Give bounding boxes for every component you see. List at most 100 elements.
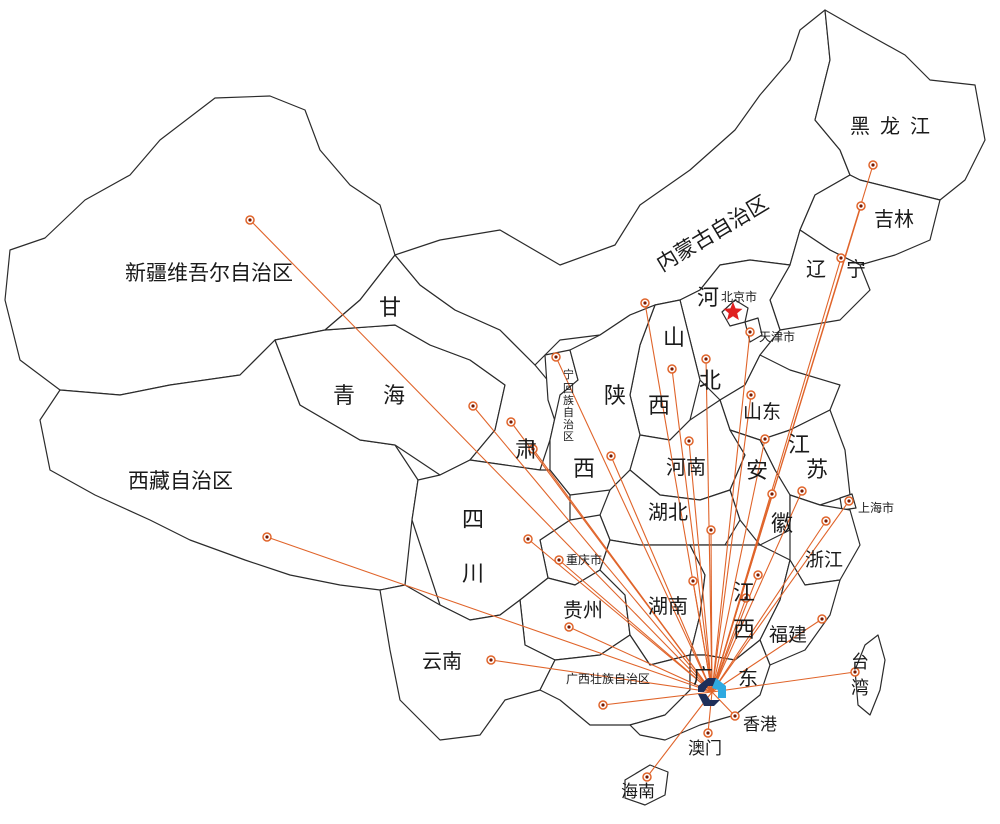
dot-icon (688, 576, 698, 586)
label-jilin: 吉林 (874, 207, 914, 231)
label-fujian: 福建 (769, 624, 807, 646)
label-ningxia-sub-4: 治 (563, 417, 574, 431)
label-shanxi-2: 西 (648, 394, 670, 419)
route-line (558, 559, 713, 693)
dot-icon (836, 253, 846, 263)
logo-arc-light (712, 678, 726, 698)
star-icon (723, 302, 743, 320)
label-guizhou: 贵州 (563, 598, 603, 622)
label-qinghai-1: 青 (333, 384, 355, 409)
label-yunnan: 云南 (422, 649, 462, 673)
dot-icon (606, 451, 616, 461)
dot-icon (554, 555, 564, 565)
label-heilongjiang-1: 黑 (850, 114, 870, 138)
dot-icon (703, 728, 713, 738)
route-line (711, 394, 752, 693)
route-line (532, 448, 713, 693)
label-shanxi-1: 山 (663, 326, 685, 351)
route-line (671, 368, 713, 693)
label-hubei: 湖北 (648, 500, 688, 524)
label-shaanxi-1: 陕 (604, 384, 626, 409)
label-hunan: 湖南 (648, 594, 688, 618)
route-line (610, 455, 713, 693)
route-line (472, 405, 713, 693)
route-line (711, 574, 759, 693)
label-guangxi: 广西壮族自治区 (566, 672, 650, 686)
dot-icon (821, 516, 831, 526)
region-hainan (624, 764, 669, 806)
label-jiangxi-2: 西 (733, 618, 755, 643)
dot-icon (528, 444, 538, 454)
label-jiangsu-2: 苏 (806, 458, 828, 483)
label-guangdong-2: 东 (738, 666, 758, 690)
label-anhui-1: 安 (746, 459, 768, 484)
route-line (711, 490, 803, 693)
region-taiwan (854, 634, 886, 716)
dot-icon (746, 390, 756, 400)
route-line (555, 356, 713, 693)
label-hebei-2: 北 (699, 369, 721, 394)
route-line (711, 205, 862, 693)
route-line (711, 500, 850, 693)
dot-icon (640, 298, 650, 308)
dot-icon (850, 667, 860, 677)
dot-icon (551, 352, 561, 362)
label-heilongjiang-3: 江 (910, 114, 930, 138)
route-line (688, 440, 713, 693)
dot-icon (745, 327, 755, 337)
map-labels: 新疆维吾尔自治区 西藏自治区 青 海 甘 肃 内蒙古自治区 宁 回 族 自 治 … (125, 114, 930, 802)
logo-arc-mid (698, 694, 720, 706)
label-jiangsu-1: 江 (788, 433, 810, 458)
label-sichuan-1: 四 (462, 508, 484, 533)
route-line (711, 618, 823, 693)
label-tibet: 西藏自治区 (128, 469, 233, 493)
dot-icon (245, 215, 255, 225)
region-anhui (729, 429, 791, 546)
route-line (602, 691, 713, 706)
dot-icon (797, 486, 807, 496)
route-line (249, 219, 713, 693)
dot-icon (844, 496, 854, 506)
dot-icon (598, 700, 608, 710)
dot-icon (706, 525, 716, 535)
label-chongqing: 重庆市 (566, 552, 602, 567)
dot-icon (856, 201, 866, 211)
label-hainan: 海南 (621, 782, 655, 802)
label-taiwan-2: 湾 (851, 678, 869, 699)
dot-icon (523, 534, 533, 544)
dot-icon (564, 622, 574, 632)
label-heilongjiang-2: 龙 (880, 114, 900, 138)
company-logo-icon (698, 678, 726, 706)
label-guangdong-1: 广 (693, 664, 713, 688)
dot-icon (262, 532, 272, 542)
dot-icon (642, 772, 652, 782)
label-tianjin: 天津市 (759, 329, 795, 344)
label-shandong: 山东 (743, 401, 781, 423)
route-line (646, 691, 713, 778)
route-line (705, 358, 713, 693)
province-borders (4, 9, 986, 806)
route-line (711, 257, 842, 693)
dot-icon (468, 401, 478, 411)
label-ningxia-sub-2: 族 (563, 393, 574, 407)
dot-icon (684, 436, 694, 446)
label-hebei-1: 河 (697, 286, 719, 311)
route-line (711, 597, 747, 693)
dot-icon (701, 354, 711, 364)
city-markers (245, 160, 878, 782)
route-line (711, 671, 856, 693)
label-shaanxi-2: 西 (573, 457, 595, 482)
route-line (711, 691, 736, 717)
dot-icon (753, 570, 763, 580)
dot-icon (817, 614, 827, 624)
label-taiwan-1: 台 (851, 652, 869, 673)
route-line (710, 529, 713, 693)
label-gansu-1: 甘 (379, 296, 401, 321)
route-line (711, 438, 766, 693)
route-line (568, 626, 713, 693)
dot-icon (767, 489, 777, 499)
route-line (711, 520, 827, 693)
label-ningxia-sub-1: 回 (563, 382, 574, 395)
